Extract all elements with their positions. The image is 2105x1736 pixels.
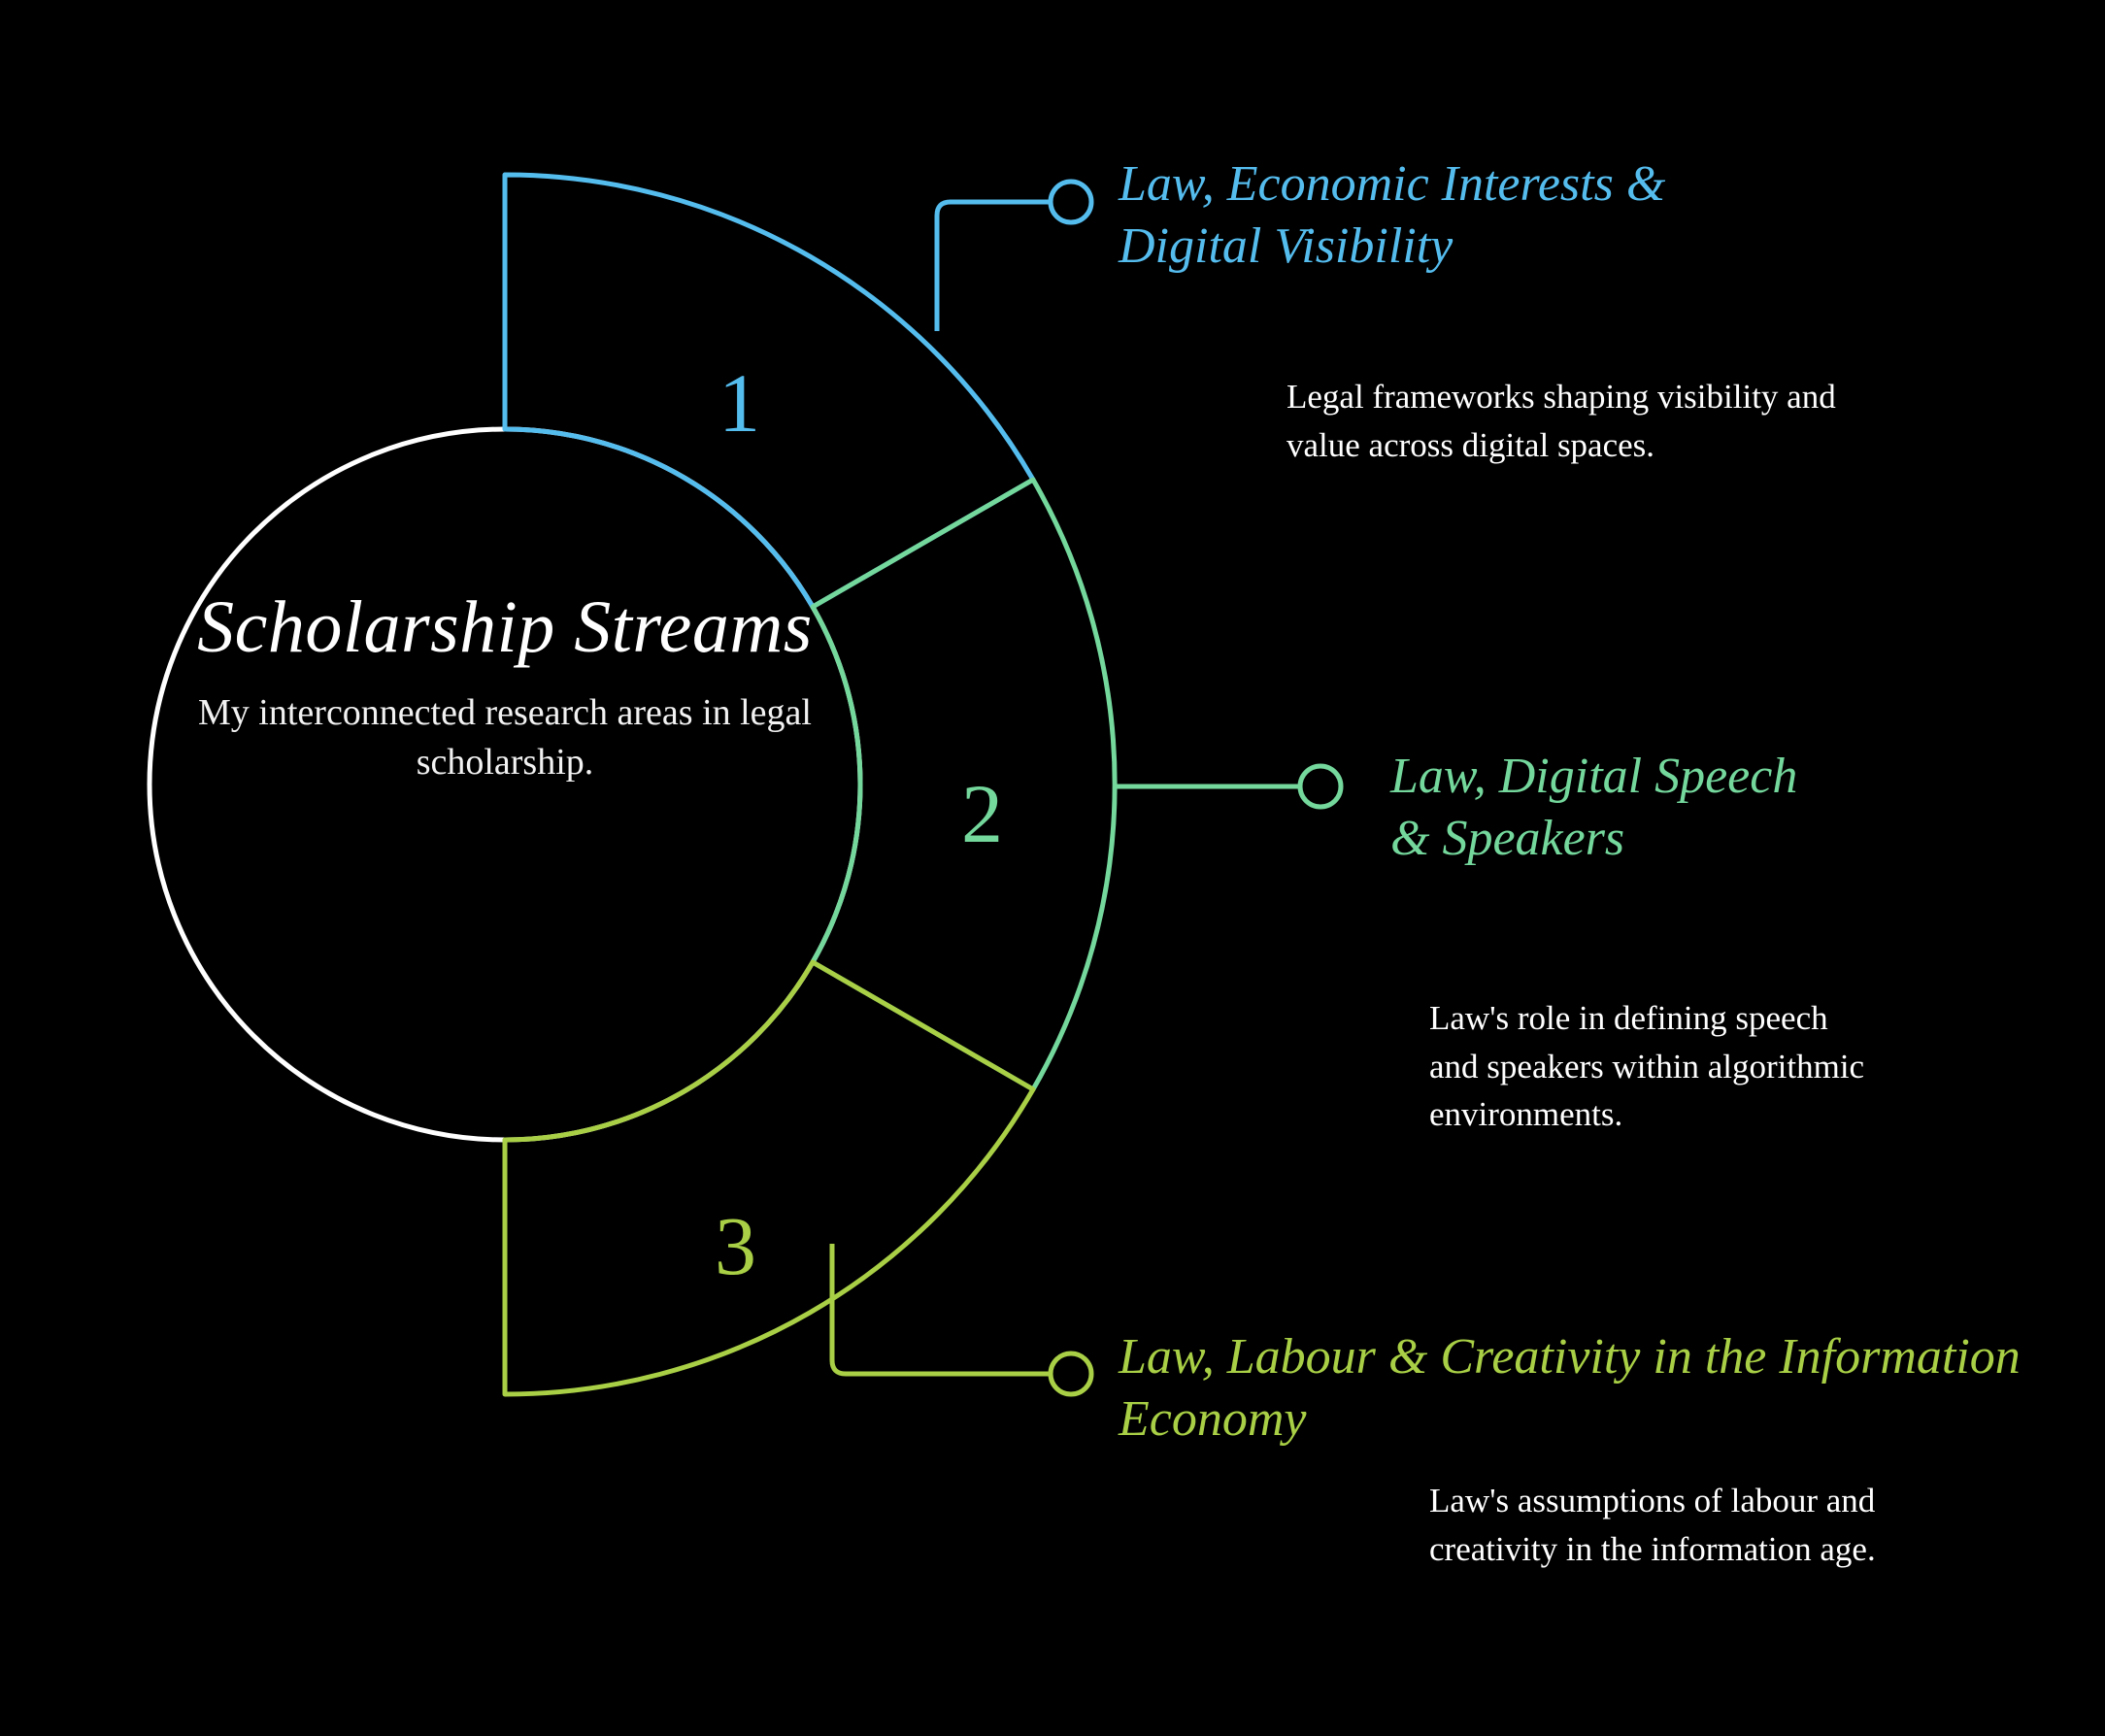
stream-description-2: Law's role in defining speech and speake… <box>1429 999 1865 1134</box>
leader-line-stream-3 <box>829 1244 1051 1377</box>
ring-arc-stream-1[interactable] <box>502 172 1036 610</box>
node-marker-stream-2[interactable] <box>1297 763 1344 810</box>
ring-arc-stream-3[interactable] <box>502 959 1036 1397</box>
node-marker-stream-3[interactable] <box>1048 1351 1094 1397</box>
hub-circle <box>147 426 863 1143</box>
ring-arc-stream-2[interactable] <box>810 477 1118 1092</box>
node-marker-stream-1[interactable] <box>1048 179 1094 225</box>
stream-description-1: Legal frameworks shaping visibility and … <box>1286 378 1836 464</box>
leader-line-stream-1 <box>934 199 1051 331</box>
stream-description-3: Law's assumptions of labour and creativi… <box>1429 1482 1876 1568</box>
stream-label-2[interactable]: Law, Digital Speech & Speakers <box>1390 749 1798 866</box>
stream-label-3[interactable]: Law, Labour & Creativity in the Informat… <box>1119 1329 2021 1447</box>
stream-label-1[interactable]: Law, Economic Interests & Digital Visibi… <box>1119 156 1666 274</box>
